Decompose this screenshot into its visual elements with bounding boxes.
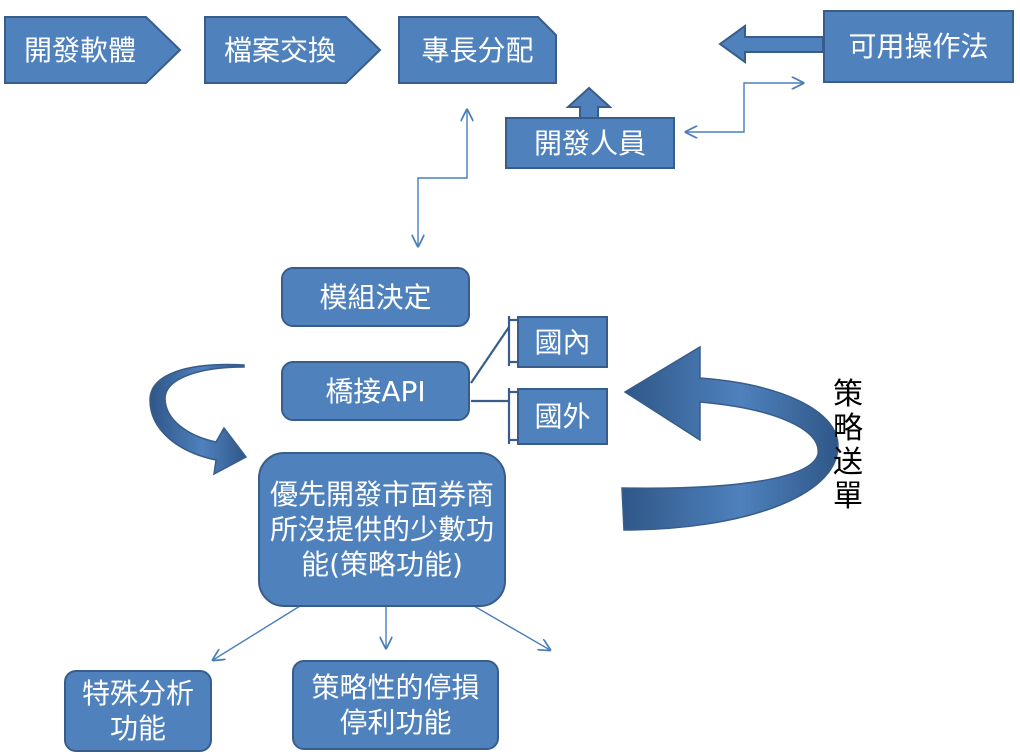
developers-label: 開發人員: [533, 126, 646, 160]
priority-development-label: 優先開發市面券商所沒提供的少數功能(策略功能): [269, 478, 494, 581]
fanout-connectors: [213, 605, 550, 660]
usable-method-label: 可用操作法: [848, 30, 989, 63]
special-analysis-label: 特殊分析功能: [81, 677, 194, 745]
up-block-arrow: [565, 86, 613, 119]
stop-loss-node: 策略性的停損停利功能: [292, 660, 499, 750]
dev-software-label: 開發軟體: [23, 33, 136, 67]
domestic-node: 國內: [517, 316, 608, 368]
bridge-api-label: 橋接API: [325, 374, 426, 408]
module-decision-label: 模組決定: [319, 280, 432, 314]
expertise-node: 專長分配: [399, 17, 556, 83]
dev-software-node: 開發軟體: [5, 17, 155, 83]
right-curved-arrow: [621, 345, 839, 531]
priority-development-node: 優先開發市面券商所沒提供的少數功能(策略功能): [258, 452, 506, 607]
domestic-label: 國內: [534, 325, 591, 359]
connector-expertise-module: [418, 110, 467, 246]
bridge-api-node: 橋接API: [281, 361, 470, 421]
left-block-arrow: [718, 24, 824, 64]
module-decision-node: 模組決定: [281, 267, 470, 327]
bracket-connectors: [470, 316, 517, 444]
file-exchange-chevron: [204, 16, 382, 84]
file-exchange-label: 檔案交換: [223, 33, 336, 67]
stop-loss-label: 策略性的停損停利功能: [311, 671, 480, 739]
foreign-label: 國外: [534, 400, 591, 433]
strategy-order-label: 策略送單: [833, 377, 863, 514]
expertise-label: 專長分配: [421, 33, 534, 67]
expertise-tab: [398, 16, 557, 84]
connector-developers-method: [686, 83, 803, 132]
foreign-node: 國外: [517, 388, 608, 445]
dev-software-chevron: [4, 16, 182, 84]
left-curved-arrow: [149, 363, 248, 476]
special-analysis-node: 特殊分析功能: [64, 670, 212, 752]
usable-method-node: 可用操作法: [823, 10, 1014, 83]
file-exchange-node: 檔案交換: [205, 17, 355, 83]
developers-node: 開發人員: [505, 117, 675, 169]
